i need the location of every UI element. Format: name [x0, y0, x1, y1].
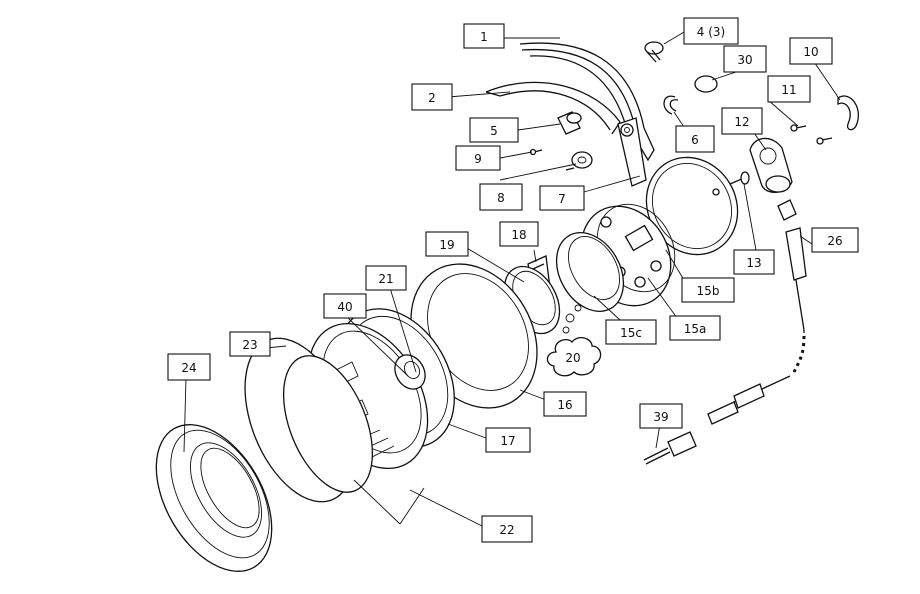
washers-part [562, 304, 582, 334]
callout-5: 5 [469, 117, 519, 143]
callout-15a: 15a [669, 315, 721, 341]
knob-5-part [557, 111, 582, 135]
clip-10-part [837, 95, 859, 131]
svg-text:15b: 15b [697, 284, 720, 298]
svg-text:10: 10 [803, 45, 818, 59]
callout-39: 39 [639, 403, 683, 429]
svg-text:18: 18 [511, 228, 526, 242]
svg-text:15c: 15c [620, 326, 642, 340]
rear-cup-15b-part [645, 156, 739, 256]
callout-20: 20 [565, 351, 580, 365]
callout-22: 22 [481, 515, 533, 543]
yoke-part [617, 117, 647, 187]
callout-19: 19 [425, 231, 469, 257]
svg-text:2: 2 [428, 91, 436, 105]
callout-40: 40 [323, 293, 367, 319]
callout-16: 16 [543, 391, 587, 417]
pin-13-part [729, 171, 750, 185]
clip-6-part [663, 95, 679, 115]
callout-8: 8 [479, 183, 523, 211]
svg-text:17: 17 [500, 434, 515, 448]
callout-1: 1 [463, 23, 505, 49]
callout-2: 2 [411, 83, 453, 111]
small-screw-part [565, 167, 575, 171]
adapter-39-part [643, 431, 697, 465]
svg-text:40: 40 [337, 300, 352, 314]
svg-text:16: 16 [557, 398, 572, 412]
svg-text:23: 23 [242, 338, 257, 352]
washer-30-part [694, 75, 718, 93]
svg-text:13: 13 [746, 256, 761, 270]
callout-21: 21 [365, 265, 407, 291]
svg-text:11: 11 [781, 83, 796, 97]
cable-housing-12-part [749, 137, 793, 193]
screw-11-part [790, 124, 833, 145]
svg-text:20: 20 [565, 351, 580, 365]
svg-text:39: 39 [653, 410, 668, 424]
callout-23: 23 [229, 331, 271, 357]
svg-text:8: 8 [497, 191, 505, 205]
svg-text:21: 21 [378, 272, 393, 286]
callout-11: 11 [767, 75, 811, 103]
callout-18: 18 [499, 221, 539, 247]
cushion-23-part [244, 337, 374, 503]
callout-6: 6 [675, 125, 715, 153]
svg-text:24: 24 [181, 361, 196, 375]
callout-4: 4 (3) [683, 17, 739, 45]
callout-10: 10 [789, 37, 833, 65]
foam-20-part [546, 336, 602, 377]
svg-text:7: 7 [558, 192, 566, 206]
callout-12: 12 [721, 107, 763, 135]
svg-text:15a: 15a [684, 322, 707, 336]
callout-13: 13 [733, 249, 775, 275]
screw-9-part [529, 148, 543, 156]
svg-text:1: 1 [480, 30, 488, 44]
callout-9: 9 [455, 145, 501, 171]
jack-cable-part [707, 375, 791, 425]
svg-text:4 (3): 4 (3) [697, 25, 725, 39]
svg-text:6: 6 [691, 133, 699, 147]
ear-cushion-24-part [155, 424, 273, 572]
screw-4-part [644, 41, 664, 63]
svg-text:5: 5 [490, 124, 498, 138]
ring-15c-part [555, 232, 625, 312]
callout-7: 7 [539, 185, 585, 211]
callout-30: 30 [723, 45, 767, 73]
connector-26-part [777, 199, 807, 373]
headband-part [519, 42, 655, 162]
callout-26: 26 [811, 227, 859, 253]
svg-text:9: 9 [474, 152, 482, 166]
callout-17: 17 [485, 427, 531, 453]
svg-text:12: 12 [734, 115, 749, 129]
bearing-8-part [571, 151, 593, 169]
svg-text:30: 30 [737, 53, 752, 67]
callout-15c: 15c [605, 319, 657, 345]
callout-24: 24 [167, 353, 211, 381]
callout-15b: 15b [681, 277, 735, 303]
svg-text:26: 26 [827, 234, 842, 248]
svg-text:22: 22 [499, 523, 514, 537]
svg-text:19: 19 [439, 238, 454, 252]
